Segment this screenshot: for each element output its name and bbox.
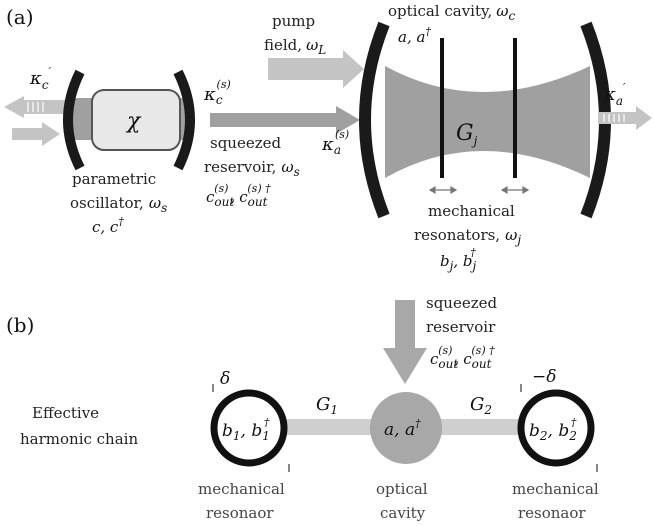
oscillator-label-line1: parametric — [72, 170, 156, 188]
oscillator-left-mirror — [63, 69, 85, 171]
delta-right-label: −δ — [532, 367, 556, 387]
node-tick-marks — [212, 384, 598, 472]
mech-node-left — [210, 389, 288, 467]
oscillator-label-line2: oscillator,ωs — [70, 194, 167, 215]
reservoir-b-line2: reservoir — [426, 318, 496, 336]
reservoir-label-line1: squeezed — [210, 134, 281, 152]
reservoir-down-arrow — [383, 300, 427, 384]
chain-label-line1: Effective — [32, 404, 99, 422]
mech-resonators-line1: mechanical — [428, 202, 515, 220]
mech-resonators-line2: resonators,ωj — [414, 226, 521, 247]
cavity-node — [370, 392, 442, 464]
reservoir-operators-a: cout(s),cout(s) † — [206, 182, 271, 209]
kappa-a-prime-label: κa′ — [603, 81, 626, 108]
cavity-line2: cavity — [380, 504, 426, 522]
mech-right-line1: mechanical — [512, 480, 599, 498]
panel-a-label: (a) — [6, 5, 34, 29]
kappa-c-prime-label: κc′ — [29, 65, 52, 92]
mech-resonators-operators: bj, bj† — [440, 246, 476, 273]
reservoir-operators-b: cout(s),cout(s) † — [430, 344, 495, 371]
squeezed-arrow — [210, 106, 360, 134]
coupling-bar-right — [436, 419, 528, 435]
pump-label-line2: field,ωL — [264, 36, 326, 57]
pump-label-line1: pump — [272, 12, 315, 30]
chi-crystal — [91, 89, 181, 151]
left-output-arrow — [4, 96, 67, 118]
cavity-operators: a, a† — [398, 25, 431, 46]
kappa-a-s-label: κa(s) — [321, 128, 349, 157]
oscillator-operators: c, c† — [92, 215, 124, 236]
right-output-arrow — [598, 106, 652, 130]
left-input-arrow — [12, 122, 60, 146]
mech-left-line1: mechanical — [198, 480, 285, 498]
chi-label: χ — [125, 109, 142, 134]
b1-label: b1, b1† — [222, 416, 270, 443]
b2-label: b2, b2† — [529, 416, 577, 443]
kappa-c-s-label: κc(s) — [203, 78, 231, 107]
cavity-label-line1: optical cavity,ωc — [388, 2, 516, 23]
mech-right-line2: resonaor — [518, 504, 586, 522]
mech-left-line2: resonaor — [206, 504, 274, 522]
membrane-motion-arrows — [428, 185, 530, 195]
chain-label-line2: harmonic chain — [20, 430, 138, 448]
cavity-beam — [385, 66, 590, 178]
delta-left-label: δ — [220, 369, 230, 389]
cavity-left-mirror — [359, 21, 390, 219]
cavity-line1: optical — [376, 480, 428, 498]
reservoir-b-line1: squeezed — [426, 294, 497, 312]
reservoir-label-line2: reservoir,ωs — [204, 158, 300, 179]
G2-label: G2 — [470, 394, 492, 417]
pump-arrow — [268, 50, 364, 88]
cavity-node-label: a, a† — [384, 417, 421, 440]
G1-label: G1 — [316, 394, 338, 417]
oscillator-right-mirror — [173, 69, 195, 171]
mech-node-right — [517, 389, 595, 467]
coupling-bar-left — [282, 419, 378, 435]
panel-b-label: (b) — [6, 313, 34, 337]
Gj-label: Gj — [456, 121, 478, 148]
